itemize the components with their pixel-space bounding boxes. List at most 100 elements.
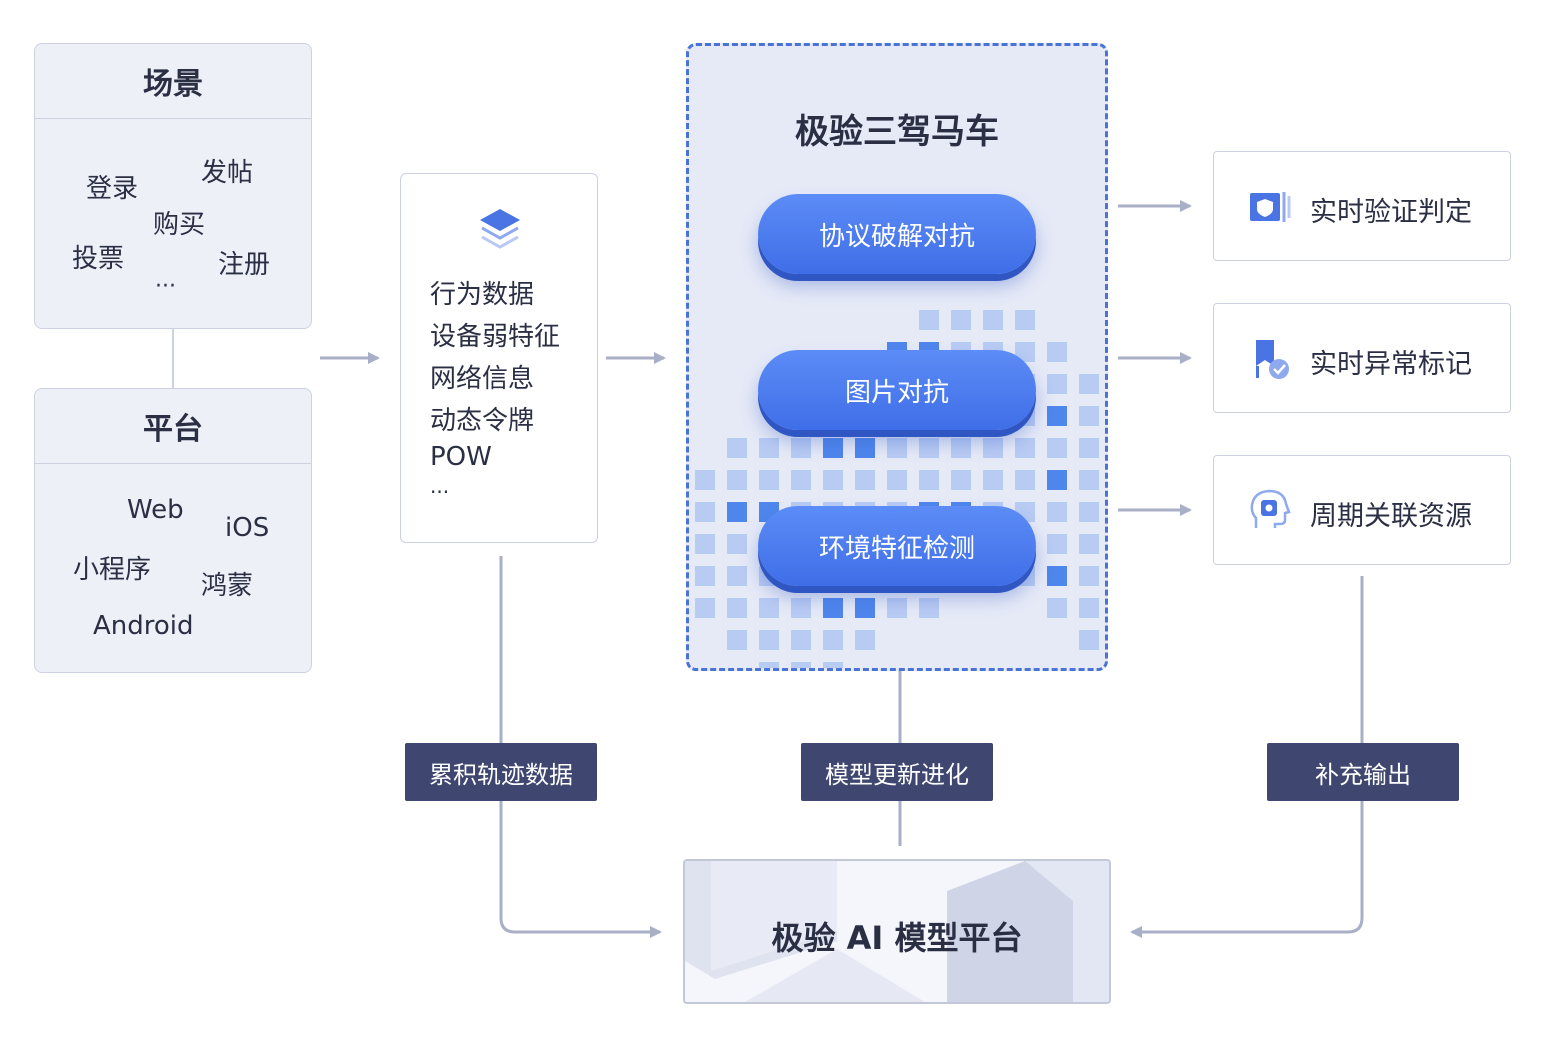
data-box: 行为数据 设备弱特征 网络信息 动态令牌 POW ··· <box>400 173 598 543</box>
flag-check-icon <box>1256 340 1289 379</box>
pixel-square <box>759 470 779 490</box>
pixel-square <box>1047 566 1067 586</box>
output-label-verify: 实时验证判定 <box>1310 197 1472 228</box>
scene-item-vote: 投票 <box>72 244 125 274</box>
scene-item-post: 发帖 <box>201 158 254 188</box>
pixel-square <box>1015 310 1035 330</box>
pixel-square <box>823 438 843 458</box>
scene-item-more: ··· <box>155 274 176 299</box>
pixel-square <box>791 662 811 668</box>
pixel-square <box>855 630 875 650</box>
scene-title: 场景 <box>35 44 311 119</box>
pixel-square <box>951 470 971 490</box>
pixel-square <box>1047 374 1067 394</box>
tag-supplement: 补充输出 <box>1267 743 1459 801</box>
pixel-square <box>1015 438 1035 458</box>
pixel-square <box>887 470 907 490</box>
pixel-square <box>855 598 875 618</box>
platform-decoration <box>685 861 1109 1002</box>
output-box-anomaly: 实时异常标记 <box>1213 303 1511 413</box>
ai-head-chip-icon <box>1250 489 1291 528</box>
data-line-network: 网络信息 <box>430 364 535 394</box>
pixel-square <box>791 598 811 618</box>
pixel-square <box>727 598 747 618</box>
pixel-square <box>983 438 1003 458</box>
pixel-square <box>919 598 939 618</box>
core-frame: 极验三驾马车 协议破解对抗 图片对抗 环境特征检测 <box>686 43 1108 671</box>
pixel-square <box>759 598 779 618</box>
pixel-square <box>919 470 939 490</box>
data-line-more: ··· <box>430 480 450 504</box>
scene-item-purchase: 购买 <box>153 210 206 240</box>
pixel-square <box>695 566 715 586</box>
pixel-square <box>823 662 843 668</box>
pixel-square <box>855 470 875 490</box>
pixel-square <box>791 470 811 490</box>
pixel-square <box>1079 630 1099 650</box>
layers-icon <box>480 209 520 249</box>
pixel-square <box>1079 470 1099 490</box>
pixel-square <box>759 438 779 458</box>
verify-shield-icon <box>1250 192 1291 222</box>
ai-platform-label: 极验 AI 模型平台 <box>771 919 1023 957</box>
pixel-square <box>695 502 715 522</box>
pixel-square <box>727 534 747 554</box>
pixel-square <box>1079 534 1099 554</box>
pixel-square <box>919 438 939 458</box>
pixel-square <box>727 630 747 650</box>
pixel-square <box>791 630 811 650</box>
pixel-square <box>759 662 779 668</box>
pixel-square <box>727 502 747 522</box>
pixel-square <box>951 438 971 458</box>
pixel-square <box>791 438 811 458</box>
platform-item-web: Web <box>127 495 184 525</box>
pill-image-adversarial: 图片对抗 <box>758 350 1036 430</box>
output-box-verify: 实时验证判定 <box>1213 151 1511 261</box>
core-title: 极验三驾马车 <box>795 112 999 152</box>
pill-protocol-crack: 协议破解对抗 <box>758 194 1036 274</box>
pixel-square <box>1015 470 1035 490</box>
pixel-square <box>1047 502 1067 522</box>
pixel-square <box>983 470 1003 490</box>
pixel-square <box>823 630 843 650</box>
pixel-square <box>727 438 747 458</box>
pixel-square <box>1047 470 1067 490</box>
pill-env-detection: 环境特征检测 <box>758 506 1036 586</box>
output-label-resource: 周期关联资源 <box>1310 501 1472 532</box>
platform-item-android: Android <box>93 611 194 641</box>
scene-item-login: 登录 <box>86 174 139 204</box>
pixel-square <box>951 310 971 330</box>
pixel-square <box>855 438 875 458</box>
path-outputs-to-platform <box>1130 576 1364 938</box>
platform-panel: 平台 Web iOS 小程序 鸿蒙 Android <box>34 388 312 673</box>
tag-model-update: 模型更新进化 <box>801 743 993 801</box>
data-line-pow: POW <box>430 442 492 472</box>
data-line-device: 设备弱特征 <box>430 322 561 352</box>
pixel-square <box>695 534 715 554</box>
data-line-behavior: 行为数据 <box>430 280 535 310</box>
pixel-square <box>1079 438 1099 458</box>
platform-title: 平台 <box>35 389 311 464</box>
pixel-square <box>695 598 715 618</box>
pixel-square <box>1047 342 1067 362</box>
output-box-resource: 周期关联资源 <box>1213 455 1511 565</box>
platform-item-miniprogram: 小程序 <box>73 555 152 585</box>
platform-item-ios: iOS <box>225 513 270 543</box>
pixel-square <box>1079 374 1099 394</box>
pixel-square <box>1047 406 1067 426</box>
pixel-square <box>1047 598 1067 618</box>
path-accumulate-to-platform <box>499 556 662 938</box>
pixel-square <box>1079 502 1099 522</box>
ai-model-platform: 极验 AI 模型平台 <box>683 859 1111 1004</box>
tag-accumulate: 累积轨迹数据 <box>405 743 597 801</box>
scene-panel: 场景 登录 发帖 购买 投票 注册 ··· <box>34 43 312 329</box>
pixel-square <box>727 470 747 490</box>
pixel-square <box>983 310 1003 330</box>
platform-item-harmony: 鸿蒙 <box>201 571 254 601</box>
pixel-square <box>1079 566 1099 586</box>
pixel-square <box>1079 598 1099 618</box>
scene-item-register: 注册 <box>218 250 271 280</box>
pixel-square <box>919 310 939 330</box>
pixel-square <box>1079 406 1099 426</box>
